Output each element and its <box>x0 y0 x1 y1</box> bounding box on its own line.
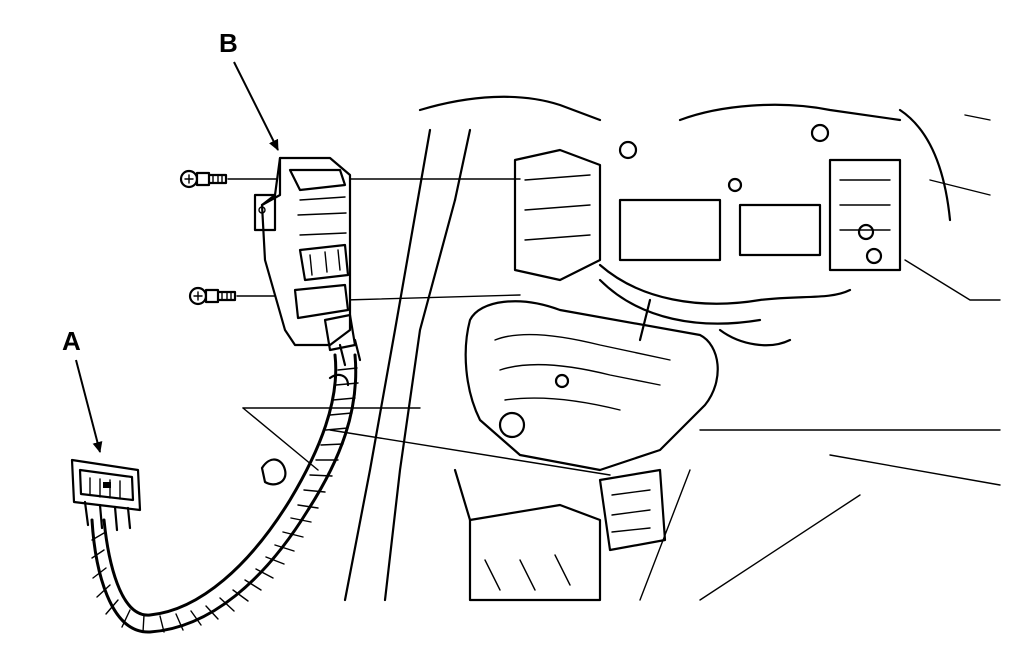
harness-connector <box>70 458 142 532</box>
callout-arrow-b <box>233 61 279 151</box>
callout-label-b: B <box>219 28 238 58</box>
callout-arrows <box>75 61 279 453</box>
steering-column-assembly <box>242 95 1001 602</box>
wire-harness <box>90 353 359 634</box>
control-module <box>253 156 362 367</box>
callout-arrow-a <box>75 359 103 453</box>
callout-label-a: A <box>62 326 81 356</box>
